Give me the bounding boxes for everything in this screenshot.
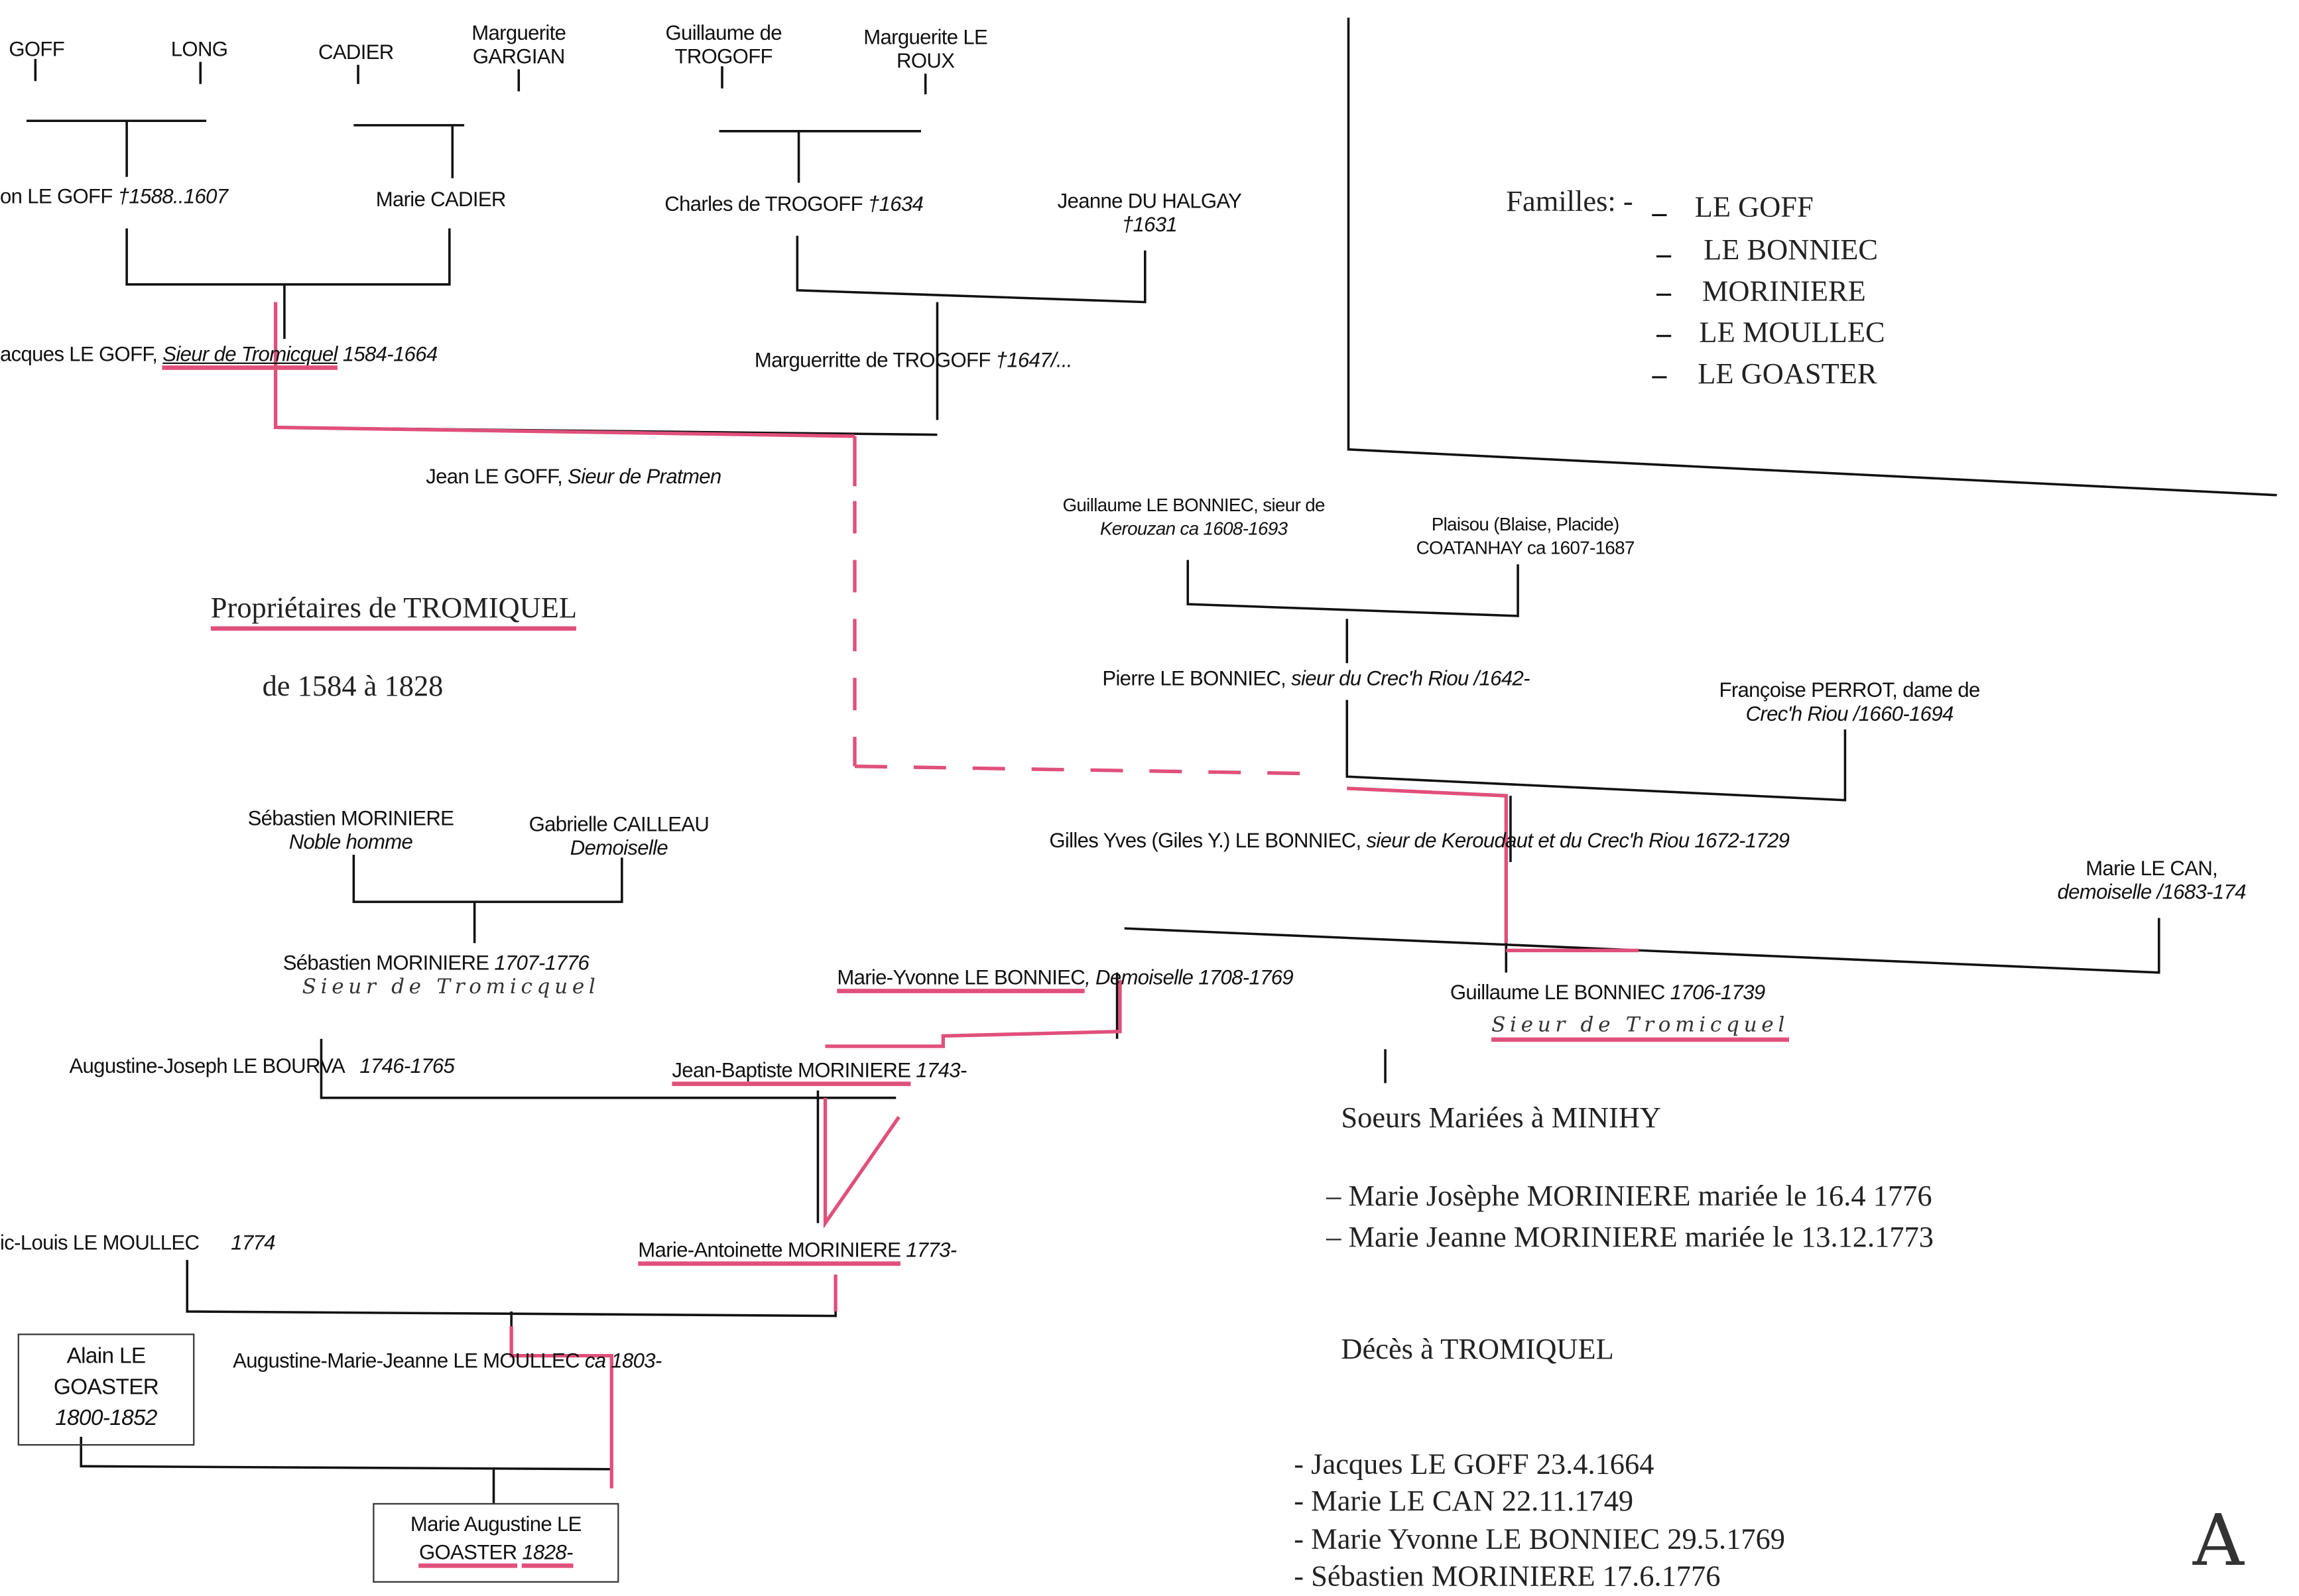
person-augustine-marie-jeanne-moullec: Augustine-Marie-Jeanne LE MOULLEC ca 180… <box>233 1348 662 1373</box>
famille-item: LE MOULLEC <box>1699 316 1885 349</box>
highlight-connectors <box>273 302 1639 1489</box>
person-augustine-joseph-bourva: Augustine-Joseph LE BOURVA 1746-1765 <box>69 1054 455 1077</box>
page-title: Propriétaires de TROMIQUEL <box>210 592 578 631</box>
deces-title: Décès à TROMIQUEL <box>1341 1333 1614 1367</box>
person-charles-trogoff: Charles de TROGOFF †1634 <box>664 191 924 215</box>
person-moullec: ic-Louis LE MOULLEC 1774 <box>0 1230 275 1255</box>
person-cadier: CADIER <box>318 40 394 64</box>
person-pierre-bonniec: Pierre LE BONNIEC, sieur du Crec'h Riou … <box>1102 666 1530 690</box>
handwritten-note: Sieur de Tromicquel <box>302 975 600 999</box>
person-plaisou-coatanhay: Plaisou (Blaise, Placide)COATANHAY ca 16… <box>1416 514 1635 559</box>
deces-item: - Sébastien MORINIERE 17.6.1776 <box>1294 1560 1721 1593</box>
soeurs-item: – Marie Jeanne MORINIERE mariée le 13.12… <box>1326 1221 1934 1255</box>
familles-dashes <box>1652 214 1672 379</box>
person-jean-le-goff: Jean LE GOFF, Sieur de Pratmen <box>426 464 721 488</box>
deces-item: - Marie LE CAN 22.11.1749 <box>1294 1485 1634 1518</box>
page-mark: A <box>2192 1500 2244 1583</box>
person-jacques-le-goff: acques LE GOFF, Sieur de Tromicquel 1584… <box>0 341 438 370</box>
deces-item: - Jacques LE GOFF 23.4.1664 <box>1294 1448 1654 1481</box>
soeurs-title: Soeurs Mariées à MINIHY <box>1341 1102 1662 1135</box>
black-connectors <box>27 17 2277 1503</box>
person-gargian: Marguerite GARGIAN <box>471 21 566 68</box>
person-guillaume-bonniec: Guillaume LE BONNIEC 1706-1739 <box>1450 979 1765 1004</box>
handwritten-note: Sieur de Tromicquel <box>1491 1014 1790 1042</box>
famille-item: MORINIERE <box>1702 275 1866 308</box>
person-trogoff-guillaume: Guillaume de TROGOFF <box>665 21 782 68</box>
person-gilles-yves-bonniec: Gilles Yves (Giles Y.) LE BONNIEC, sieur… <box>1049 828 1790 852</box>
soeurs-item: – Marie Josèphe MORINIERE mariée le 16.4… <box>1326 1180 1932 1213</box>
person-le-goff: on LE GOFF †1588..1607 <box>0 184 228 208</box>
deces-item: - Marie Yvonne LE BONNIEC 29.5.1769 <box>1294 1523 1786 1556</box>
person-marguerritte-trogoff: Marguerritte de TROGOFF †1647/... <box>754 347 1073 372</box>
familles-label: Familles: - <box>1506 186 1633 218</box>
person-marie-antoinette-moriniere: Marie-Antoinette MORINIERE 1773- <box>638 1237 957 1266</box>
person-goff: GOFF <box>9 36 65 61</box>
person-marie-le-can: Marie LE CAN,demoiselle /1683-174 <box>2057 856 2247 904</box>
famille-item: LE GOASTER <box>1698 358 1877 391</box>
person-jeanne-halgay: Jeanne DU HALGAY†1631 <box>1057 188 1242 236</box>
person-marie-cadier: Marie CADIER <box>375 187 507 211</box>
person-marie-yvonne-bonniec: Marie-Yvonne LE BONNIEC, Demoiselle 1708… <box>837 965 1294 993</box>
person-long: LONG <box>170 36 228 61</box>
person-jean-baptiste-moriniere: Jean-Baptiste MORINIERE 1743- <box>672 1058 967 1086</box>
famille-item: LE GOFF <box>1694 191 1814 224</box>
page-subtitle: de 1584 à 1828 <box>262 670 444 704</box>
person-sebastien-moriniere: Sébastien MORINIERE 1707-1776 <box>282 950 590 975</box>
famille-item: LE BONNIEC <box>1704 234 1879 267</box>
